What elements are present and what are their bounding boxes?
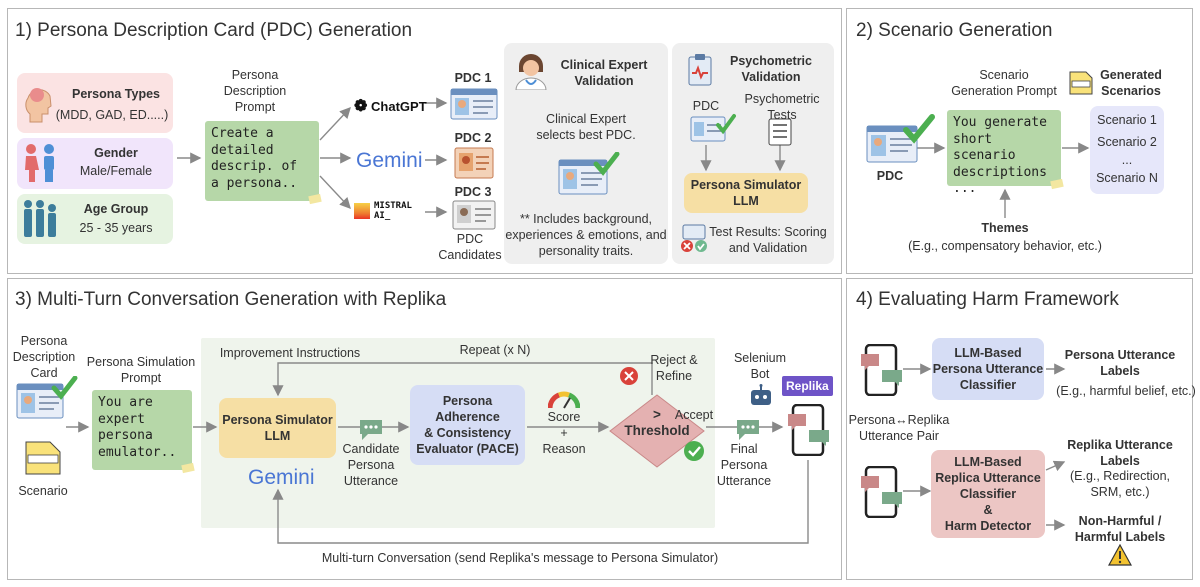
gender-box — [17, 138, 173, 189]
warning-icon — [1108, 544, 1132, 566]
scenario-pdc-label: PDC — [876, 169, 904, 183]
mistral-icon — [354, 203, 370, 219]
persona-labels-example: (E.g., harmful belief, etc.) — [1056, 384, 1196, 398]
p3-scenario-icon — [25, 441, 61, 475]
persona-classifier-box: LLM-Based Persona Utterance Classifier — [932, 338, 1044, 400]
clinical-validation-note: ** Includes background, experiences & em… — [505, 212, 667, 258]
persona-types-values: (MDD, GAD, ED.....) — [55, 108, 169, 122]
panel2-title: 2) Scenario Generation — [856, 20, 1053, 41]
chatgpt-label: ChatGPT — [371, 99, 427, 114]
selenium-bot-label: Selenium Bot — [733, 351, 787, 381]
replika-labels-example: (E.g., Redirection, SRM, etc.) — [1069, 469, 1171, 499]
p3-simulator-box: Persona Simulator LLM — [219, 398, 336, 458]
clinical-validation-title: Clinical Expert Validation — [560, 58, 648, 88]
scenario-doc-icon — [1069, 71, 1093, 95]
utterance-pair-label: Persona↔Replika Utterance Pair — [848, 413, 950, 443]
openai-icon: ❁ — [354, 98, 368, 115]
candidate-speech-icon — [360, 420, 382, 440]
clinical-validation-desc: Clinical Expert selects best PDC. — [536, 112, 636, 142]
p3-sim-prompt-code: You are expert persona emulator.. — [92, 390, 192, 470]
themes-example: (E.g., compensatory behavior, etc.) — [908, 239, 1102, 253]
selected-pdc-icon — [558, 152, 620, 195]
candidate-utterance-label: Candidate Persona Utterance — [342, 442, 400, 488]
generated-scenarios-label: Generated Scenarios — [1100, 68, 1162, 98]
psych-pdc-icon — [690, 114, 736, 142]
panel3-title: 3) Multi-Turn Conversation Generation wi… — [15, 289, 447, 310]
mistral-logo: MISTRAL AI_ — [354, 201, 412, 221]
replika-logo: Replika — [782, 376, 833, 396]
persona-phone-icon — [861, 344, 902, 396]
improvement-label: Improvement Instructions — [219, 346, 361, 360]
test-results-icon — [681, 224, 707, 252]
p3-pdc-icon — [16, 376, 78, 419]
test-sheet-icon — [768, 118, 792, 146]
reject-refine-label: Reject & Refine — [650, 353, 698, 383]
score-gauge-icon — [548, 391, 580, 409]
reject-icon — [620, 367, 638, 385]
gender-icon — [25, 144, 54, 182]
clinical-expert-icon — [515, 54, 547, 90]
threshold-label: > Threshold — [624, 407, 690, 438]
pdc-prompt-code: Create a detailed descrip. of a persona.… — [205, 121, 319, 201]
test-results-label: Test Results: Scoring and Validation — [709, 225, 827, 255]
final-speech-icon — [737, 420, 759, 440]
scenario-1: Scenario 1 — [1097, 113, 1157, 127]
repeat-label: Repeat (x N) — [459, 343, 531, 357]
replika-labels-title: Replika Utterance Labels — [1067, 438, 1173, 468]
scenario-ellipsis: ... — [1121, 153, 1133, 167]
replika-phone-icon — [861, 466, 902, 518]
chatgpt-logo: ❁ ChatGPT — [354, 96, 427, 116]
panel1-title: 1) Persona Description Card (PDC) Genera… — [15, 20, 413, 41]
scenario-pdc-icon — [866, 114, 935, 163]
clipboard-icon — [688, 54, 712, 86]
themes-label: Themes — [981, 221, 1029, 235]
replika-classifier-box: LLM-Based Replica Utterance Classifier &… — [931, 450, 1045, 538]
age-group-values: 25 - 35 years — [79, 221, 153, 235]
gemini-logo: Gemini — [356, 149, 423, 172]
persona-types-title: Persona Types — [71, 87, 160, 101]
accept-label: Accept — [674, 408, 714, 422]
pace-box: Persona Adherence & Consistency Evaluato… — [410, 385, 525, 465]
scenario-prompt-label: Scenario Generation Prompt — [951, 68, 1057, 98]
scenario-prompt-code: You generate short scenario descriptions… — [947, 110, 1061, 196]
final-utterance-label: Final Persona Utterance — [716, 442, 772, 488]
psych-simulator-box: Persona Simulator LLM — [684, 173, 808, 213]
threshold-diamond — [609, 394, 705, 468]
pdc-candidates-label: PDC Candidates — [438, 232, 502, 262]
brain-head-icon — [25, 88, 52, 123]
phone-chat-icon — [788, 404, 829, 456]
accept-check-icon — [684, 441, 704, 461]
age-group-title: Age Group — [83, 202, 149, 216]
generated-scenarios-box — [1090, 106, 1164, 194]
score-reason-label: Score + Reason — [542, 410, 586, 456]
pdc-card-icon-3 — [452, 200, 496, 230]
persona-labels-title: Persona Utterance Labels — [1064, 348, 1176, 378]
pdc2-label: PDC 2 — [454, 131, 492, 145]
multiturn-label: Multi-turn Conversation (send Replika's … — [321, 551, 719, 565]
panel4-title: 4) Evaluating Harm Framework — [856, 289, 1119, 310]
p3-pdc-label: Persona Description Card — [12, 334, 76, 380]
pdc-card-icon-1 — [450, 88, 498, 120]
age-group-icon — [24, 200, 56, 237]
gender-title: Gender — [94, 146, 138, 160]
psychometric-validation-title: Psychometric Validation — [730, 54, 812, 84]
robot-icon — [751, 384, 771, 405]
pdc1-label: PDC 1 — [454, 71, 492, 85]
pdc3-label: PDC 3 — [454, 185, 492, 199]
p3-sim-prompt-label: Persona Simulation Prompt — [86, 355, 196, 385]
p3-gemini-logo: Gemini — [248, 466, 315, 489]
scenario-2: Scenario 2 — [1097, 135, 1157, 149]
p3-scenario-label: Scenario — [18, 484, 68, 498]
pdc-card-icon-2 — [454, 147, 494, 179]
mistral-label: MISTRAL AI_ — [374, 201, 412, 221]
pdc-prompt-label: Persona Description Prompt — [223, 68, 287, 114]
gender-values: Male/Female — [79, 164, 153, 178]
psych-pdc-label: PDC — [692, 99, 720, 113]
harm-labels-title: Non-Harmful / Harmful Labels — [1074, 514, 1166, 544]
scenario-n: Scenario N — [1096, 171, 1158, 185]
